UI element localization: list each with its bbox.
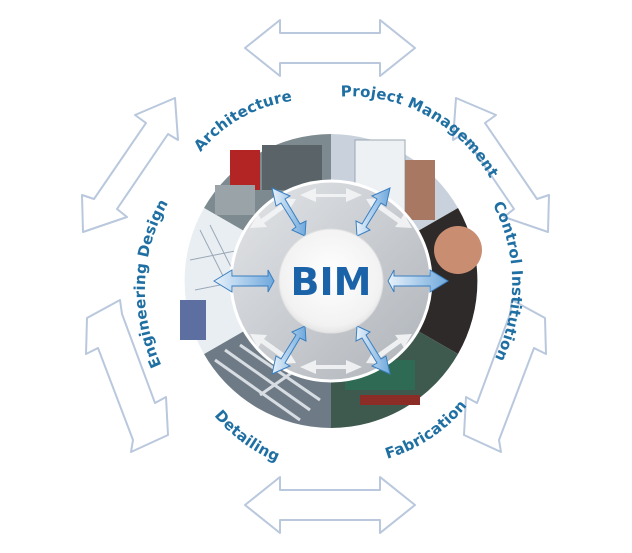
spoke-arrow-right <box>387 269 449 293</box>
fabrication-beam <box>360 395 420 405</box>
outer-arrows <box>81 19 550 534</box>
bim-hub <box>278 228 384 334</box>
outer-arrow-right-lower <box>463 299 547 453</box>
architecture-red-frame <box>230 150 260 190</box>
outer-arrow-top <box>244 19 416 77</box>
engineering-sleeve <box>180 300 206 340</box>
svg-text:Engineering Design: Engineering Design <box>131 196 172 371</box>
outer-arrow-left-lower <box>85 299 169 453</box>
bim-label: BIM <box>291 260 372 304</box>
control-hand <box>434 226 482 274</box>
project-building-accent <box>405 160 435 220</box>
architecture-wall <box>215 185 255 215</box>
outer-arrow-bottom <box>244 476 416 534</box>
label-engineering-design: Engineering Design <box>131 196 172 371</box>
spoke-arrows <box>213 187 449 375</box>
spoke-arrow-left <box>213 269 275 293</box>
outer-arrow-right-upper <box>452 97 550 233</box>
outer-arrow-left-upper <box>81 97 179 233</box>
